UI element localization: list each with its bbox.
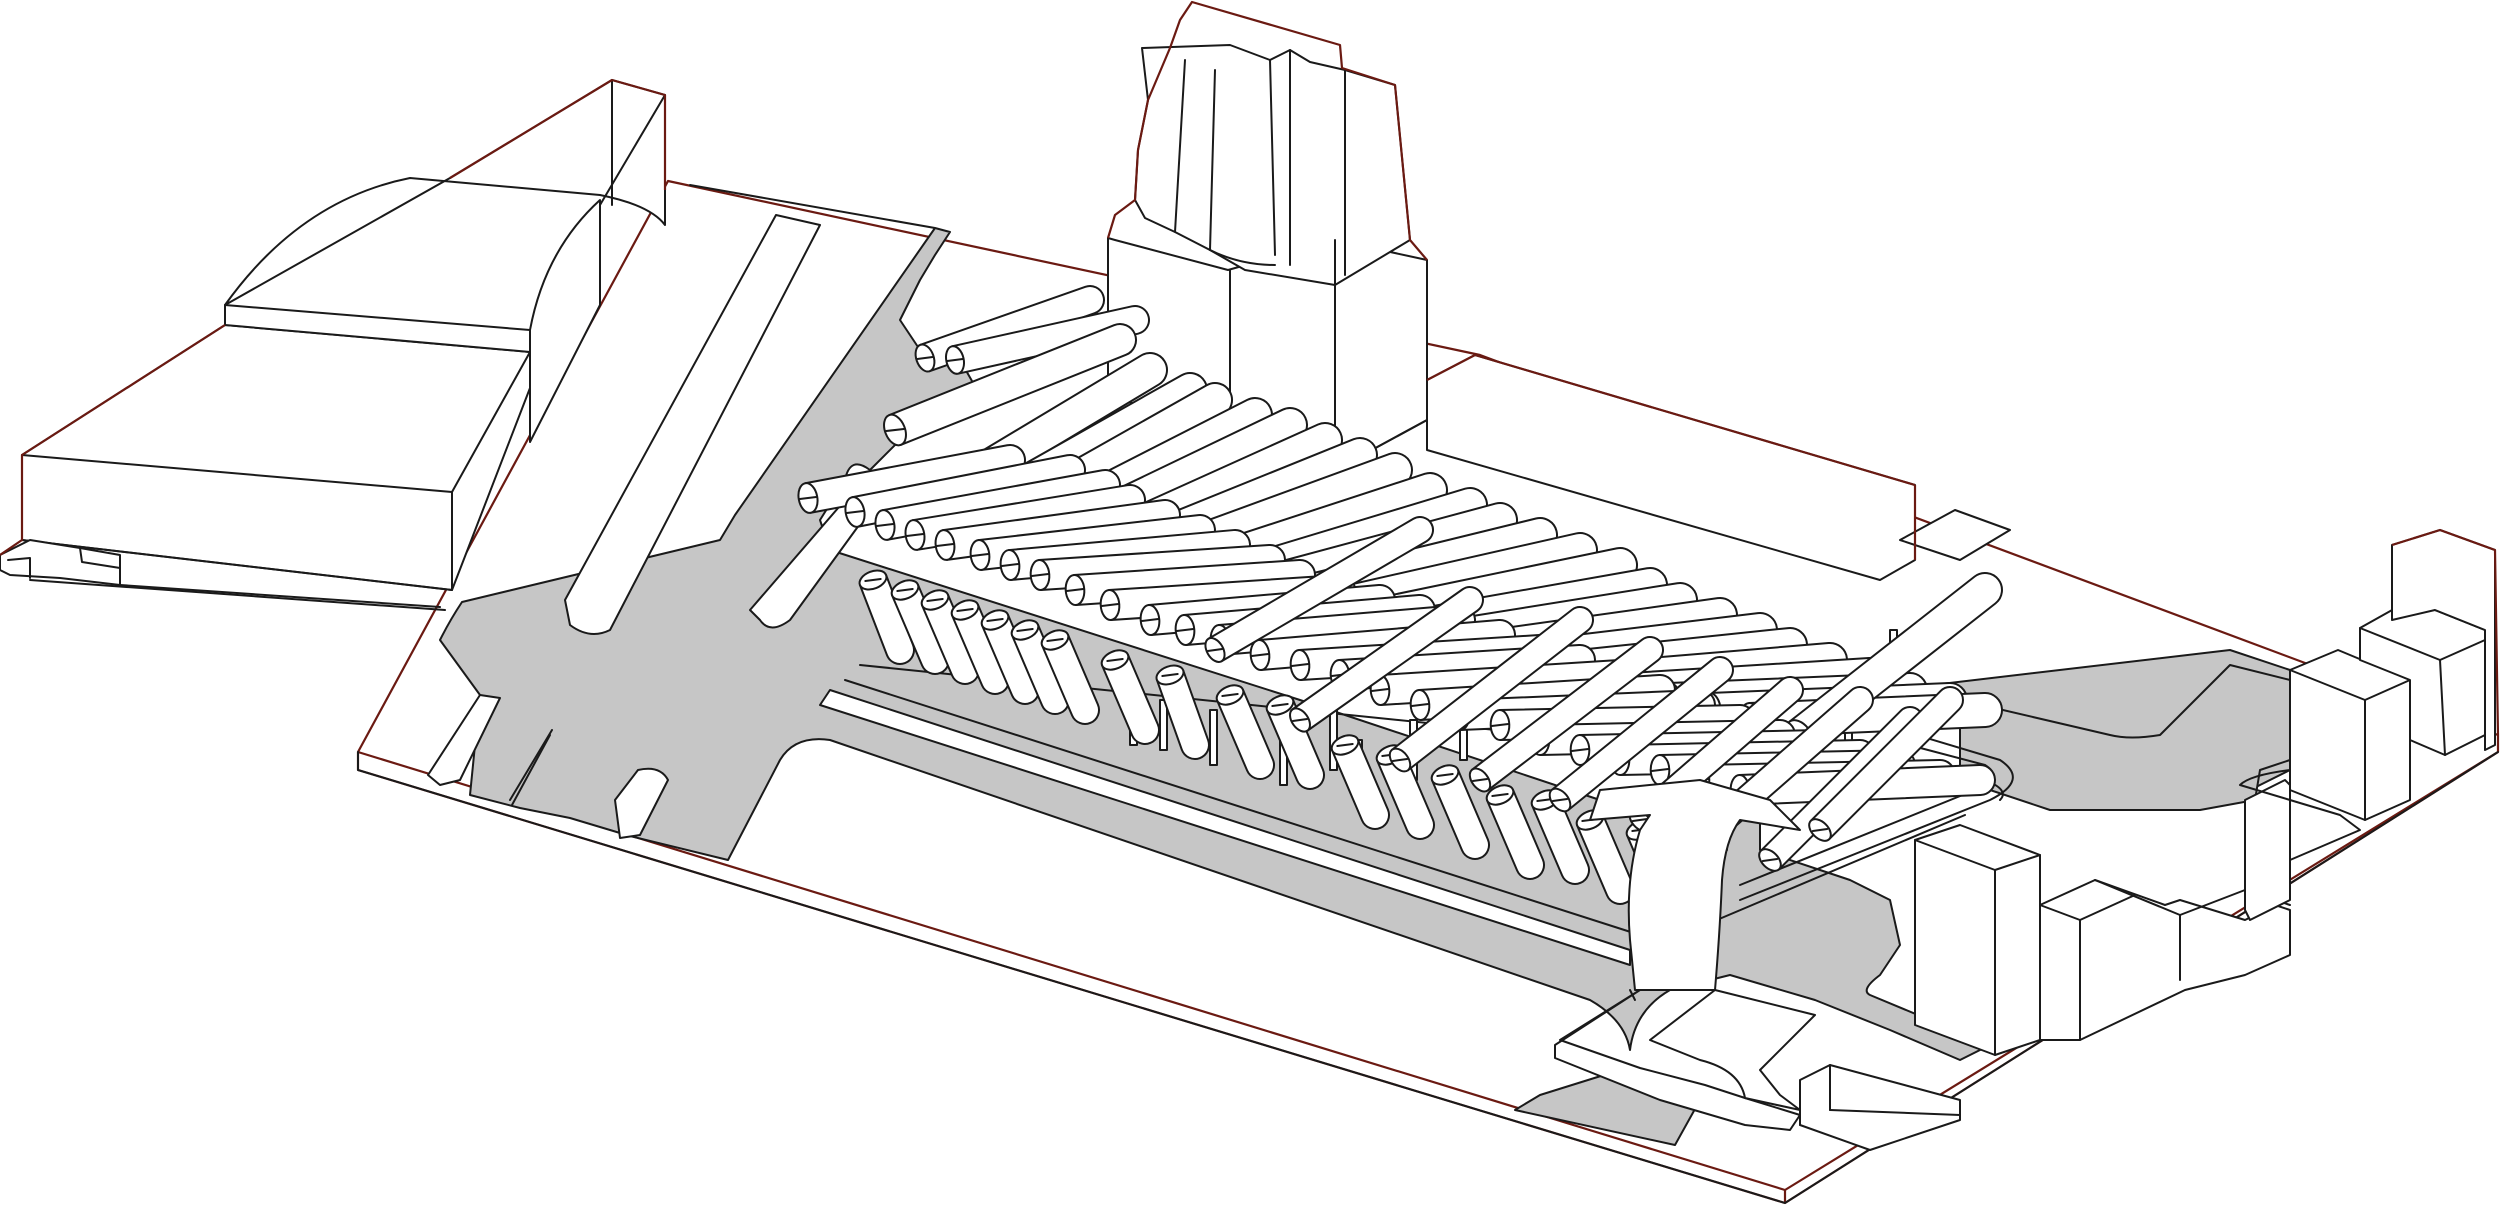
canopy-tube xyxy=(1430,764,1490,860)
canopy-tube xyxy=(1010,619,1070,715)
canopy-tube xyxy=(1040,629,1100,725)
tube-canopy xyxy=(797,285,2003,915)
pier-walkway-south xyxy=(1554,779,1816,1131)
large-building-west xyxy=(0,78,667,611)
canopy-tube xyxy=(1808,686,1964,842)
canopy-tube xyxy=(1530,789,1590,885)
canopy-tube xyxy=(1330,734,1390,830)
canopy-tube xyxy=(1758,706,1924,872)
canopy-tube xyxy=(980,609,1040,705)
canopy-tube xyxy=(1100,649,1160,745)
canopy-tube xyxy=(1265,694,1325,790)
support-column xyxy=(1209,709,1218,766)
canopy-tube xyxy=(944,305,1150,375)
canopy-tube xyxy=(1548,656,1734,813)
canopy-tube xyxy=(1155,664,1210,760)
canopy-tube xyxy=(1289,586,1484,733)
building-blocks-east xyxy=(1799,528,2500,1151)
canopy-tube xyxy=(1204,516,1434,663)
canopy-tube xyxy=(1388,606,1594,773)
canopy-tube xyxy=(1215,684,1275,780)
canopy-tube xyxy=(883,323,1137,447)
canopy-tube xyxy=(950,599,1010,695)
canopy-tube xyxy=(920,589,980,685)
canopy-tube xyxy=(1485,784,1545,880)
raised-platform-ne xyxy=(1426,353,2011,581)
canopy-tube xyxy=(1468,636,1664,793)
